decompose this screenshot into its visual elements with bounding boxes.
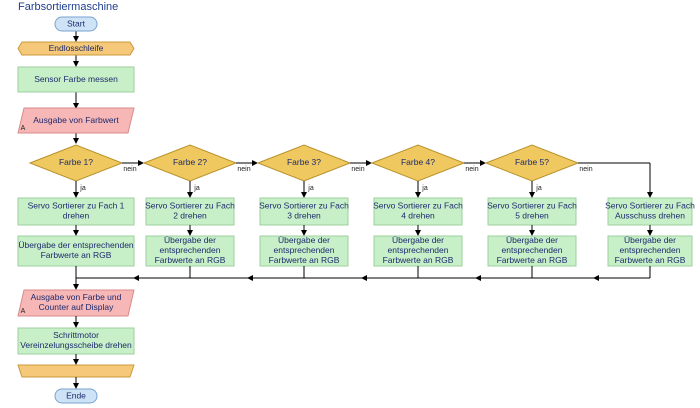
servo-box-4 [373,197,463,226]
decision-5-label: Farbe 5? [515,157,549,167]
decision-2-no-label: nein [237,166,250,173]
measure-label: Sensor Farbe messen [34,74,118,84]
merge-arrow-2 [247,275,253,281]
merge-arrow-4 [475,275,481,281]
diagram-title: Farbsortiermaschine [18,1,119,13]
decision-2-label: Farbe 2? [173,157,207,167]
decision-3-yes-label: ja [307,185,314,192]
servo-box-2 [145,197,235,226]
merge-arrow-3 [361,275,367,281]
decision-3-label: Farbe 3? [287,157,321,167]
start-label: Start [67,19,86,29]
loop-end-shape [17,364,135,378]
rgb-box-5 [487,235,577,267]
servo-box-6 [607,197,693,226]
output-display-marker: A [21,308,26,315]
output-value-label: Ausgabe von Farbwert [33,115,119,125]
stepper-process [17,327,135,355]
merge-arrow-1 [133,275,139,281]
decision-2-yes-label: ja [193,185,200,192]
output-value-marker: A [21,125,26,132]
end-terminal [54,388,98,404]
decision-5-yes-label: ja [535,185,542,192]
start-terminal [54,16,98,32]
decision-4-yes-label: ja [421,185,428,192]
end-label: Ende [66,391,86,401]
output-value-shape [17,107,135,134]
loop-start-shape [17,41,135,56]
measure-process [17,66,135,93]
merge-arrow-5 [593,275,599,281]
decision-1-no-label: nein [123,166,136,173]
servo-box-5 [487,197,577,226]
decision-4-no-label: nein [465,166,478,173]
decision-1-label: Farbe 1? [59,157,93,167]
decision-5-no-label: nein [579,166,592,173]
output-display-shape [17,289,135,317]
decision-3-no-label: nein [351,166,364,173]
rgb-box-1 [17,235,135,267]
decision-1-yes-label: ja [79,185,86,192]
loop-start-label: Endlosschleife [49,43,104,53]
rgb-box-3 [259,235,349,267]
decision-4-label: Farbe 4? [401,157,435,167]
